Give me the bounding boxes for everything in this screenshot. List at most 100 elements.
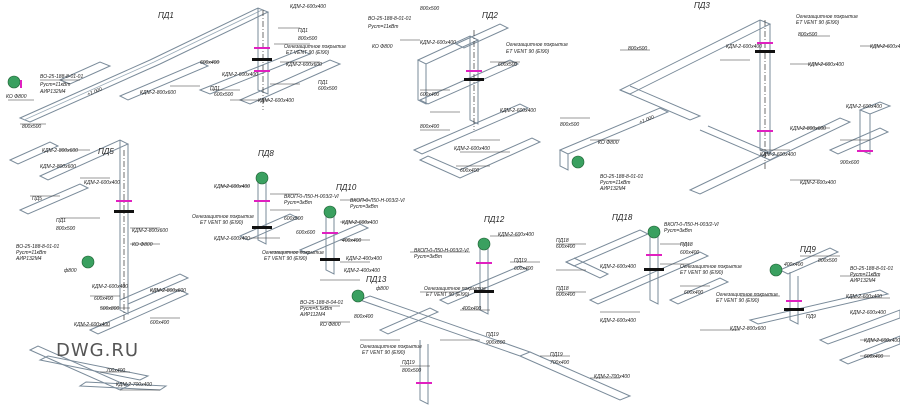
label-kdm: КДМ-2-800х600 xyxy=(42,148,78,154)
label-size: 600х500 xyxy=(318,86,337,92)
label-size: 800х500 xyxy=(798,32,817,38)
title-pd8: ПД8 xyxy=(258,149,274,158)
system-pd2 xyxy=(400,23,542,179)
label-size: 800х500 xyxy=(420,6,439,12)
label-fan-params: Pуст=11кВт xyxy=(600,180,630,186)
system-pd3 xyxy=(558,19,892,195)
label-size: 500х800 xyxy=(100,306,119,312)
system-pd9 xyxy=(700,247,900,365)
label-size: 600х400 xyxy=(514,266,533,272)
label-kdm: КДМ-2-600х400 xyxy=(420,40,456,46)
label-kdm: КДМ-2-800х600 xyxy=(140,90,176,96)
title-pd2: ПД2 xyxy=(482,11,498,20)
label-etvent: ET VENT 90 (EI90) xyxy=(796,20,839,26)
label-fan-amp: АИР132M4 xyxy=(599,186,626,192)
label-kdm: КДМ-2-400х400 xyxy=(346,256,382,262)
label-fan-params: Pуст=11кВт xyxy=(850,272,880,278)
label-fan-vo: ВО-25-188-8-04-01 xyxy=(300,300,343,306)
label-kdm: КДМ-2-600х400 xyxy=(498,232,534,238)
label-size: 600х500 xyxy=(498,62,517,68)
label-size: 600х400 xyxy=(200,60,219,66)
label-size: 600х400 xyxy=(864,354,883,360)
label-etvent: ET VENT 90 (EI90) xyxy=(680,270,723,276)
label-vkop: ВКОП-0-Л50-Н-003/2-VI xyxy=(414,248,469,254)
label-kdm: КДМ-2-600х400 xyxy=(808,62,844,68)
label-kdm: КДМ-2-600х400 xyxy=(258,98,294,104)
label-elevation: +1.000 xyxy=(87,86,104,97)
label-kdm: КДМ-2-600х400 xyxy=(342,220,378,226)
label-size: 800х400 xyxy=(354,314,373,320)
label-kdm: КДМ-2-600х400 xyxy=(84,180,120,186)
label-vkop-p: Pуст=3кВт xyxy=(414,254,442,260)
title-pd10: ПД10 xyxy=(336,183,357,192)
label-pd18: ПД18 xyxy=(556,238,569,244)
label-fan-params: Pуст=11кВт xyxy=(40,82,70,88)
label-kdm: КДМ-2-600х400 xyxy=(760,152,796,158)
label-size: ф800 xyxy=(64,268,77,274)
label-size: 600х400 xyxy=(94,296,113,302)
label-fan-params: Pуст=11кВт xyxy=(16,250,46,256)
label-fan-amp: АИР132M4 xyxy=(15,256,42,262)
label-fireproof: Огнезащитное покрытие xyxy=(192,214,254,220)
label-pd18: ПД18 xyxy=(680,242,693,248)
label-size: 800х500 xyxy=(560,122,579,128)
label-fireproof: Огнезащитное покрытие xyxy=(506,42,568,48)
system-pd8 xyxy=(220,171,310,253)
label-size: 600х400 xyxy=(556,292,575,298)
label-size: 600х400 xyxy=(556,244,575,250)
label-size: 400х400 xyxy=(342,238,361,244)
watermark: DWG.RU xyxy=(56,340,140,361)
label-size: 600х500 xyxy=(214,92,233,98)
label-vkop-p: Pуст=3кВт xyxy=(350,204,378,210)
label-size: 600х500 xyxy=(284,216,303,222)
label-pd19: ПД19 xyxy=(514,258,527,264)
label-vkop: ВКОП-0-Л50-Н-003/2-VI xyxy=(350,198,405,204)
label-size: 700х400 xyxy=(106,368,125,374)
label-pd1: ПД1 xyxy=(210,86,220,92)
label-kdm: КДМ-2-700х400 xyxy=(116,382,152,388)
title-pd12: ПД12 xyxy=(484,215,505,224)
label-ko: КО Ф800 xyxy=(372,44,393,50)
label-size: 600х400 xyxy=(420,92,439,98)
label-vkop-p: Pуст=3кВт xyxy=(664,228,692,234)
label-size: 700х400 xyxy=(550,360,569,366)
label-fan-amp: АИР132M4 xyxy=(39,89,66,95)
label-kdm: КДМ-2-800х600 xyxy=(132,228,168,234)
label-fireproof: Огнезащитное покрытие xyxy=(284,44,346,50)
label-size: 800х500 xyxy=(628,46,647,52)
label-etvent: ET VENT 90 (EI90) xyxy=(362,350,405,356)
label-kdm: КДМ-2-600х400 xyxy=(850,310,886,316)
label-pd18: ПД18 xyxy=(556,286,569,292)
label-kdm: КДМ-2-600х600 xyxy=(286,62,322,68)
system-pd5 xyxy=(8,139,190,391)
label-size: 800х500 xyxy=(298,36,317,42)
label-kdm: КДМ-2-600х400 xyxy=(214,184,250,190)
label-fireproof: Огнезащитное покрытие xyxy=(716,292,778,298)
label-fan-vo: ВО-25-188-8-01-01 xyxy=(40,74,83,80)
label-size: 400х400 xyxy=(784,262,803,268)
label-size: 800х500 xyxy=(402,368,421,374)
label-etvent: ET VENT 90 (EI90) xyxy=(506,49,549,55)
label-etvent: ET VENT 90 (EI90) xyxy=(264,256,307,262)
label-pd1: ПД1 xyxy=(298,28,308,34)
label-elevation: +1.000 xyxy=(639,114,656,125)
system-pd10 xyxy=(298,199,370,281)
label-kdm: КДМ-2-800х600 xyxy=(790,126,826,132)
label-size: 800х400 xyxy=(420,124,439,130)
label-ko: КО Ф800 xyxy=(6,94,27,100)
label-size: 400х400 xyxy=(462,306,481,312)
label-kdm: КДМ-2-600х400 xyxy=(74,322,110,328)
label-fireproof: Огнезащитное покрытие xyxy=(360,344,422,350)
label-kdm: КДМ-2-600х400 xyxy=(726,44,762,50)
label-fan-amp: АИР112M4 xyxy=(299,312,325,318)
label-vkop: ВКОП-0-Л50-Н-003/2-VI xyxy=(284,194,339,200)
label-kdm: КДМ-2-600х400 xyxy=(222,72,258,78)
system-pd1 xyxy=(7,7,342,125)
label-kdm: КДМ-2-600х400 xyxy=(600,318,636,324)
label-kdm: КДМ-2-600х400 xyxy=(846,104,882,110)
label-vkop-p: Pуст=3кВт xyxy=(284,200,312,206)
system-pd18 xyxy=(556,225,730,313)
label-etvent: ET VENT 90 (EI90) xyxy=(200,220,243,226)
label-pd19: ПД19 xyxy=(486,332,499,338)
